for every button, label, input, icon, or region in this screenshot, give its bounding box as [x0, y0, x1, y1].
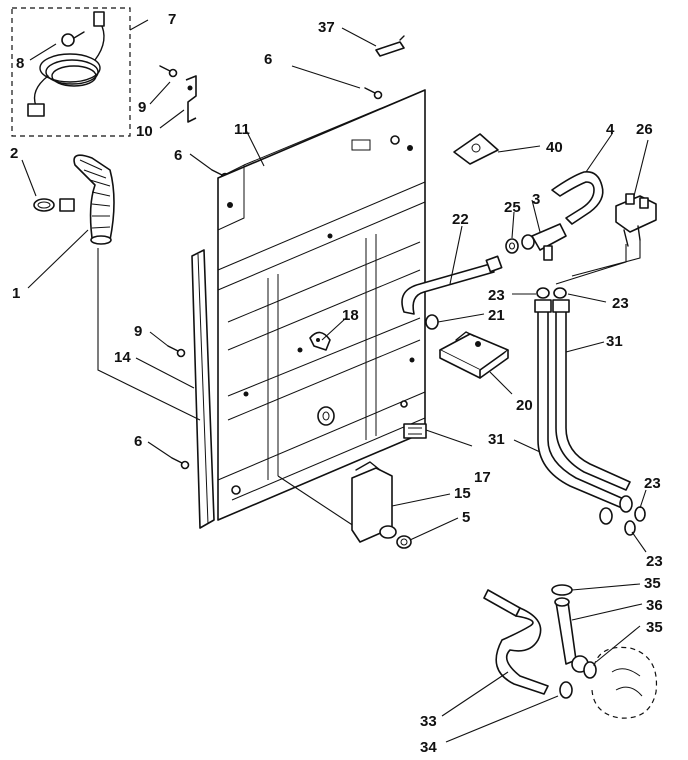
callout-23: 23	[646, 553, 663, 570]
screw-part[interactable]	[167, 345, 186, 358]
drain-hose-part[interactable]	[73, 154, 115, 245]
washer-part[interactable]	[553, 287, 567, 299]
assembly-reference-line	[277, 475, 361, 531]
callout-23: 23	[644, 475, 661, 492]
callout-1: 1	[12, 285, 20, 302]
callout-10: 10	[136, 123, 153, 140]
callout-40: 40	[546, 139, 563, 156]
callout-22: 22	[452, 211, 469, 228]
leader-lines	[21, 19, 649, 743]
drain-tube-part[interactable]	[483, 589, 549, 695]
callout-11: 11	[234, 121, 250, 138]
callout-15: 15	[454, 485, 471, 502]
callout-34: 34	[420, 739, 437, 756]
clamp-part[interactable]	[551, 584, 573, 596]
callout-33: 33	[420, 713, 437, 730]
callout-31: 31	[488, 431, 505, 448]
fill-hose-part[interactable]	[551, 170, 604, 225]
washer-part[interactable]	[536, 287, 550, 299]
kit-boundary-box	[11, 7, 131, 137]
drain-connector-part[interactable]	[554, 597, 589, 673]
hose-bracket-part[interactable]	[453, 133, 499, 165]
washer-part[interactable]	[505, 238, 519, 254]
callout-6: 6	[264, 51, 272, 68]
callout-17: 17	[474, 469, 491, 486]
callout-6: 6	[174, 147, 182, 164]
washer-part[interactable]	[624, 520, 636, 536]
callout-23: 23	[488, 287, 505, 304]
callout-35: 35	[644, 575, 661, 592]
callout-36: 36	[646, 597, 663, 614]
callout-25: 25	[504, 199, 521, 216]
callout-23: 23	[612, 295, 629, 312]
top-clip-part[interactable]	[375, 35, 405, 57]
clamp-part[interactable]	[583, 661, 597, 679]
water-valve-part[interactable]	[615, 193, 657, 247]
pressure-switch-part[interactable]	[439, 331, 509, 379]
inlet-hose-hot-part[interactable]	[534, 299, 633, 513]
callout-26: 26	[636, 121, 653, 138]
callout-6: 6	[134, 433, 142, 450]
inlet-hose-part[interactable]	[401, 255, 503, 315]
callout-7: 7	[168, 11, 176, 28]
hose-clamp-part[interactable]	[33, 198, 75, 212]
wire-connector-part[interactable]	[403, 423, 427, 439]
valve-wire-line	[555, 240, 641, 285]
callout-labels: 7 8 6 37 9 10 11 6 2 1 9 14 6 18 17 15 5…	[10, 11, 663, 756]
callout-31: 31	[606, 333, 623, 350]
screw-part[interactable]	[364, 87, 383, 100]
callout-2: 2	[10, 145, 18, 162]
callout-9: 9	[134, 323, 142, 340]
side-rail-part[interactable]	[191, 249, 215, 529]
clamp-part[interactable]	[396, 535, 412, 549]
power-cord-kit-group	[11, 7, 131, 137]
callout-21: 21	[488, 307, 505, 324]
callout-9: 9	[138, 99, 146, 116]
rear-panel-part[interactable]	[217, 89, 426, 521]
inlet-connector-part[interactable]	[521, 223, 567, 261]
callout-3: 3	[532, 191, 540, 208]
callout-5: 5	[462, 509, 470, 526]
inlet-hose-cold-part[interactable]	[552, 299, 631, 525]
screw-part[interactable]	[171, 457, 190, 470]
air-dome-part[interactable]	[425, 314, 439, 330]
pump-housing-part[interactable]	[351, 461, 397, 543]
callout-14: 14	[114, 349, 131, 366]
callout-35: 35	[646, 619, 663, 636]
assembly-reference-line	[97, 248, 201, 421]
screw-part[interactable]	[159, 65, 178, 78]
callout-20: 20	[516, 397, 533, 414]
callout-37: 37	[318, 19, 335, 36]
callout-18: 18	[342, 307, 359, 324]
power-cord-part[interactable]	[27, 11, 105, 117]
pump-outline-part	[591, 646, 658, 719]
clamp-part[interactable]	[559, 681, 573, 699]
callout-4: 4	[606, 121, 615, 138]
callout-8: 8	[16, 55, 24, 72]
cord-bracket-part[interactable]	[185, 75, 197, 123]
washer-part[interactable]	[634, 506, 646, 522]
